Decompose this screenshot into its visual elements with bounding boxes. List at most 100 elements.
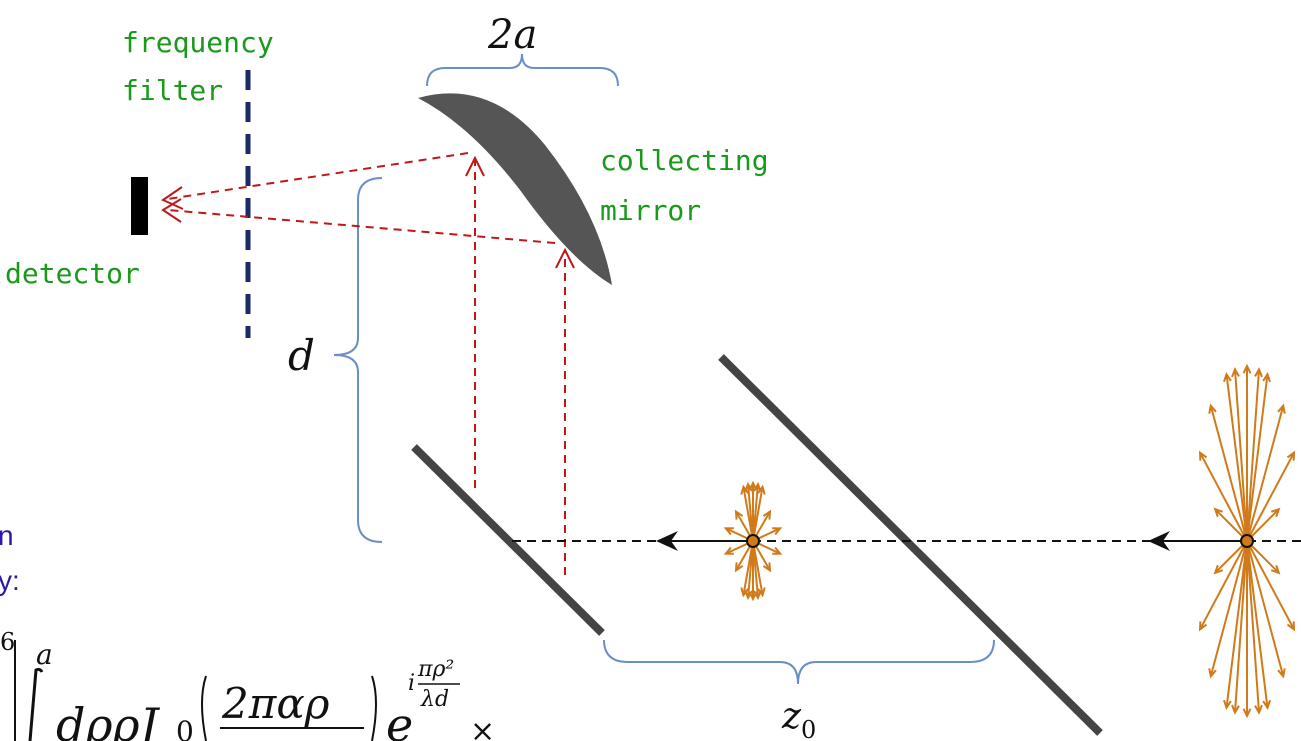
emission-ray (1246, 540, 1269, 708)
distance-z0-brace (603, 639, 995, 685)
emission-arrowhead (1242, 363, 1252, 374)
emission-arrowhead (762, 562, 772, 573)
collecting-mirror-label-line1: collecting (600, 144, 769, 177)
beam-arrow-2-head (1148, 531, 1170, 551)
emission-arrowhead (1198, 621, 1208, 632)
width-2a-brace (426, 53, 619, 87)
emission-arrowhead (1270, 507, 1281, 518)
emission-arrowhead (1262, 371, 1271, 383)
emitter-far (1198, 363, 1296, 719)
emission-arrowhead (1213, 564, 1224, 575)
emission-arrowhead (723, 546, 734, 555)
width-2a-label: 2a (487, 12, 537, 58)
emission-ray (752, 540, 764, 596)
emitter-source-dot (1240, 534, 1254, 548)
emission-ray (1246, 508, 1280, 542)
emission-arrowhead (1262, 699, 1271, 711)
emission-arrowhead (1254, 367, 1263, 378)
emission-ray (1246, 540, 1280, 574)
emission-ray (1246, 369, 1260, 542)
emitter-near (723, 480, 783, 602)
formula-frac-numerator: 2παρ (221, 679, 330, 728)
emission-arrowhead (757, 587, 766, 598)
emission-arrowhead (1198, 450, 1208, 461)
detector-arrowhead-2 (161, 198, 182, 223)
emission-arrowhead (740, 587, 749, 598)
emission-ray (1246, 540, 1295, 630)
left-text-line1: n (0, 520, 14, 551)
formula-exp-i: i (408, 671, 415, 696)
emission-ray (1209, 540, 1248, 677)
emission-ray (1234, 540, 1248, 713)
emission-arrowhead (1286, 450, 1296, 461)
emission-ray (1246, 374, 1269, 542)
detector-arrowhead-1 (160, 186, 184, 210)
emission-arrowhead (1242, 708, 1252, 719)
emission-arrowhead (1286, 621, 1296, 632)
formula-integral-upper: a (36, 638, 53, 671)
emission-arrowhead (757, 484, 766, 495)
emission-arrowhead (1231, 704, 1240, 715)
collecting-mirror (418, 93, 612, 285)
emission-arrowhead (772, 527, 783, 536)
frequency-filter-label-line1: frequency (122, 26, 274, 59)
detector (131, 177, 148, 235)
emission-ray (1209, 405, 1248, 542)
emission-arrowhead (1277, 668, 1286, 679)
collecting-mirror-label-line2: mirror (600, 194, 701, 227)
plate-right (718, 354, 1103, 736)
emission-arrowhead (762, 509, 772, 520)
emission-ray (1246, 540, 1285, 677)
left-text-line2: y: (0, 565, 20, 596)
ray-to-detector-2 (167, 209, 556, 244)
emission-arrowhead (734, 562, 744, 573)
emission-ray (1214, 508, 1248, 542)
distance-d-brace (333, 177, 383, 543)
emission-arrowhead (1223, 371, 1232, 383)
emission-ray (1225, 540, 1248, 708)
emission-arrowhead (1213, 507, 1224, 518)
ray-to-detector-1 (167, 152, 469, 200)
formula-integral-sign (28, 667, 44, 741)
ray-arrowhead-1 (465, 155, 485, 177)
intensity-formula: 6 a dρρJ 0 2παρ e i πρ² λd × (0, 628, 495, 741)
emission-arrowhead (772, 546, 783, 555)
formula-superscript: 6 (0, 628, 15, 656)
formula-times: × (470, 714, 495, 741)
emission-arrowhead (1223, 699, 1232, 711)
emitter-source-dot (746, 534, 760, 548)
formula-body: dρρJ (56, 698, 161, 741)
emission-arrowhead (734, 509, 744, 520)
formula-exp-base: e (386, 698, 413, 741)
ray-arrowhead-2 (555, 247, 575, 269)
emission-ray (1246, 405, 1285, 542)
formula-bessel-sub: 0 (176, 715, 194, 741)
distance-z0-main: z (781, 696, 802, 737)
formula-paren-right (371, 675, 377, 741)
emission-ray (1246, 540, 1260, 713)
emission-arrowhead (740, 484, 749, 495)
plate-lower-left (411, 444, 605, 636)
beam-arrow-1-head (656, 531, 678, 551)
emission-ray (1199, 452, 1248, 542)
emission-ray (1234, 369, 1248, 542)
emission-ray (1214, 540, 1248, 574)
distance-z0-sub: 0 (801, 716, 816, 741)
emission-ray (752, 486, 764, 542)
formula-exp-denominator: λd (420, 687, 449, 712)
distance-z0-label: z0 (781, 696, 816, 741)
frequency-filter-label-line2: filter (122, 74, 223, 107)
emission-arrowhead (723, 527, 734, 536)
emission-arrowhead (1270, 564, 1281, 575)
emission-arrowhead (1254, 704, 1263, 715)
emission-arrowhead (1208, 403, 1217, 414)
formula-exp-numerator: πρ² (417, 657, 454, 682)
detector-label: detector (5, 257, 140, 290)
emission-ray (1199, 540, 1248, 630)
emission-ray (1225, 374, 1248, 542)
emission-arrowhead (1231, 367, 1240, 378)
distance-d-label: d (288, 331, 315, 380)
formula-paren-left (201, 675, 207, 741)
emission-arrowhead (1277, 403, 1286, 414)
